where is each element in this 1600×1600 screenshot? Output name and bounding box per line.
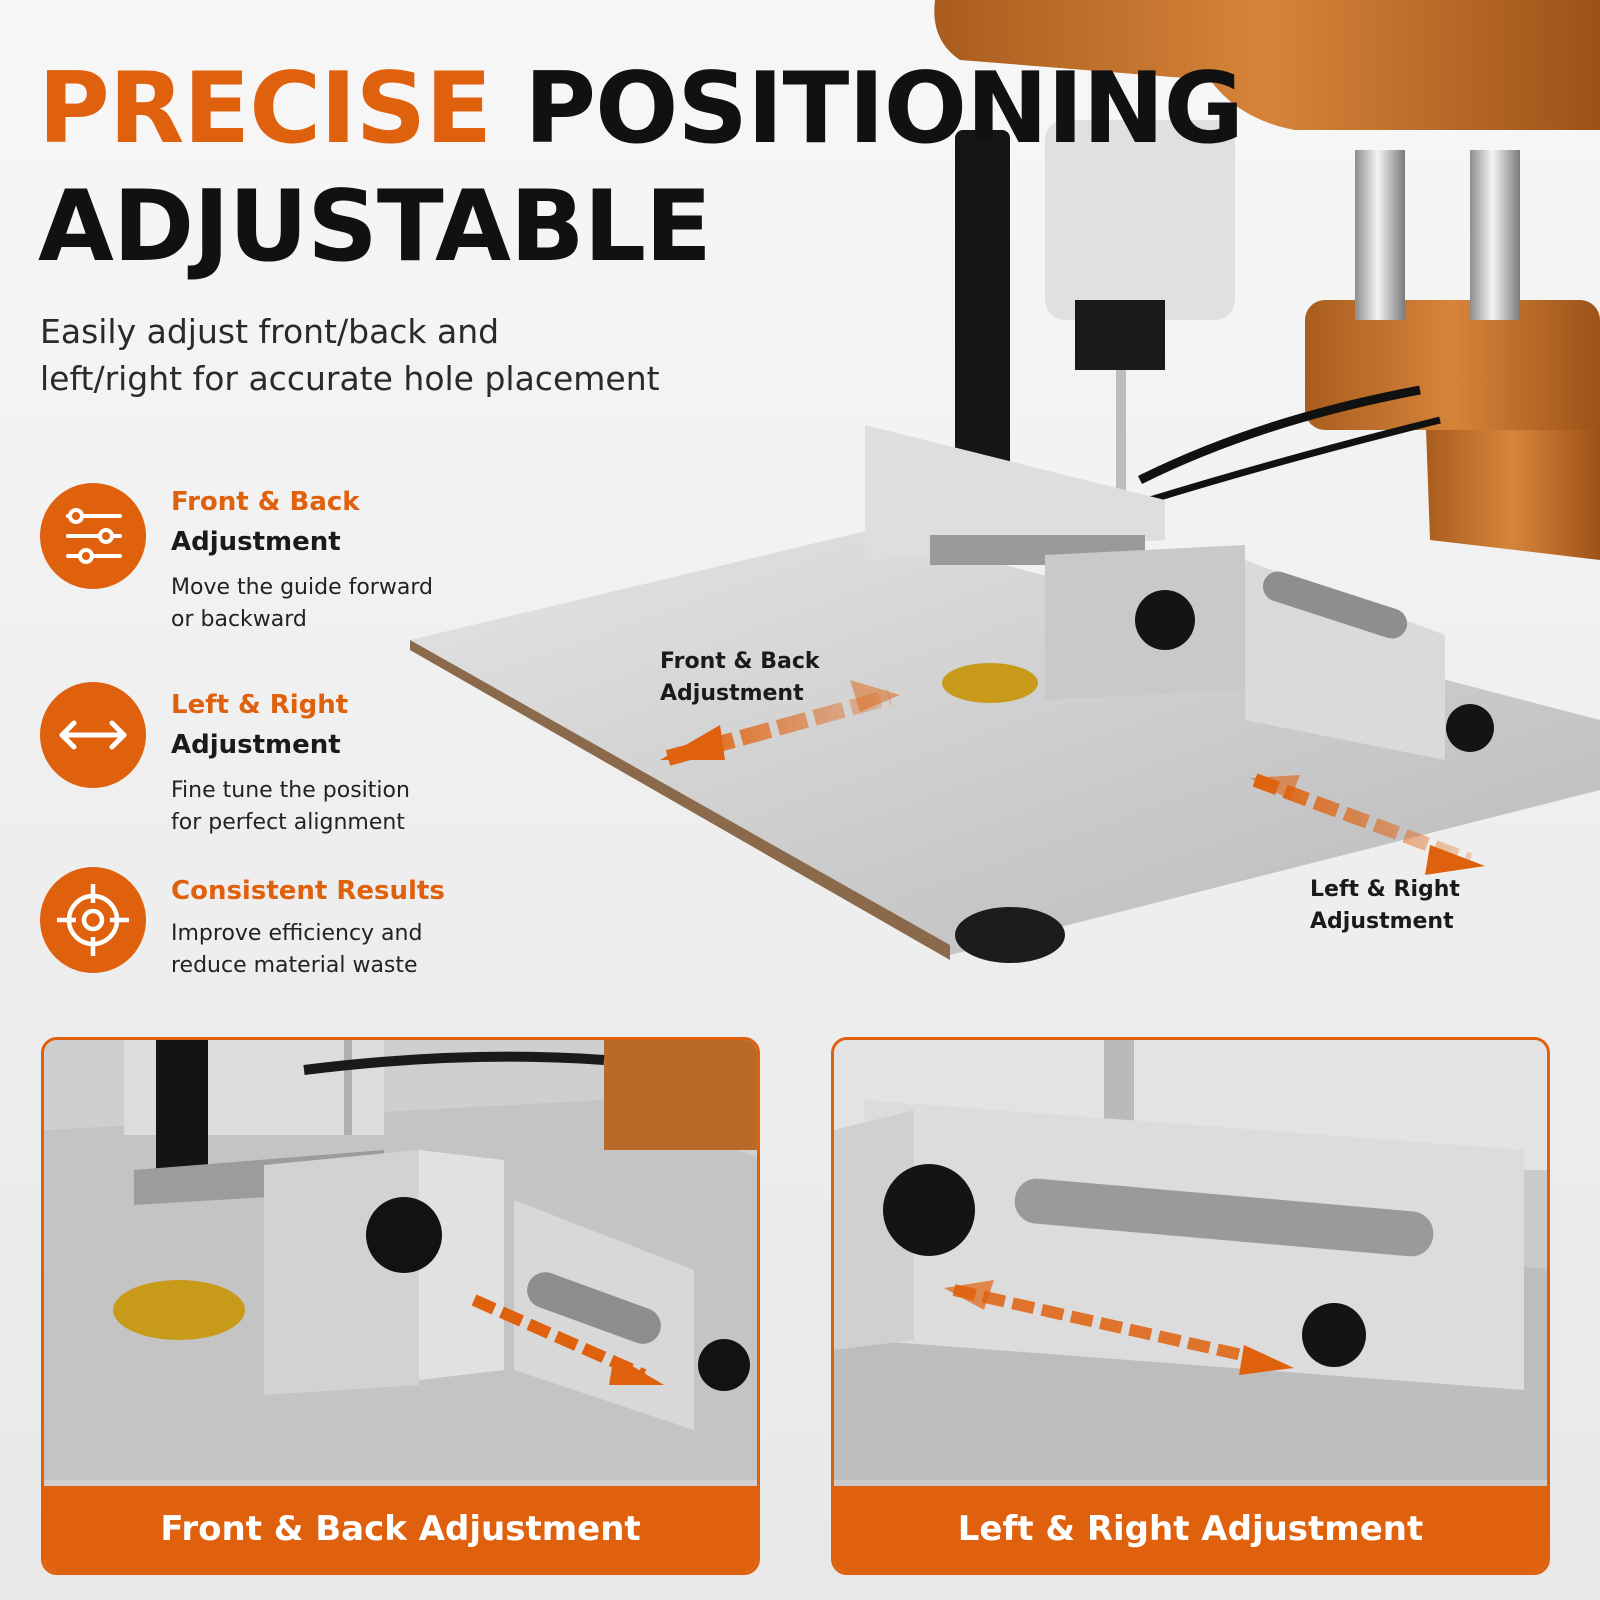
headline-accent: PRECISE [38,52,492,166]
sliders-icon [40,483,146,589]
panel-front-back: Front & Back Adjustment [41,1037,760,1575]
machine-illustration [410,0,1600,963]
headline-line-1: PRECISE POSITIONING [38,60,1244,158]
feature-2-description: Fine tune the position for perfect align… [171,778,410,835]
panel-left-right: Left & Right Adjustment [831,1037,1550,1575]
headline-rest: POSITIONING [524,52,1244,166]
subtitle: Easily adjust front/back and left/right … [40,312,660,398]
feature-3-description: Improve efficiency and reduce material w… [171,921,423,978]
feature-1-description: Move the guide forward or backward [171,575,433,632]
feature-3-title: Consistent Results [171,876,445,906]
panel-front-back-caption: Front & Back Adjustment [44,1486,757,1572]
feature-1-subtitle: Adjustment [171,527,341,557]
callout-front-back: Front & Back Adjustment [660,649,820,706]
feature-1-title: Front & Back [171,487,360,517]
headline-line-2: ADJUSTABLE [38,170,712,284]
feature-2-title: Left & Right [171,690,349,720]
target-icon [40,867,146,973]
double-arrow-icon [40,682,146,788]
callout-left-right: Left & Right Adjustment [1310,877,1460,934]
left-right-detail-photo [834,1040,1547,1572]
panel-left-right-caption: Left & Right Adjustment [834,1486,1547,1572]
front-back-detail-photo [44,1040,757,1572]
feature-2-subtitle: Adjustment [171,730,341,760]
